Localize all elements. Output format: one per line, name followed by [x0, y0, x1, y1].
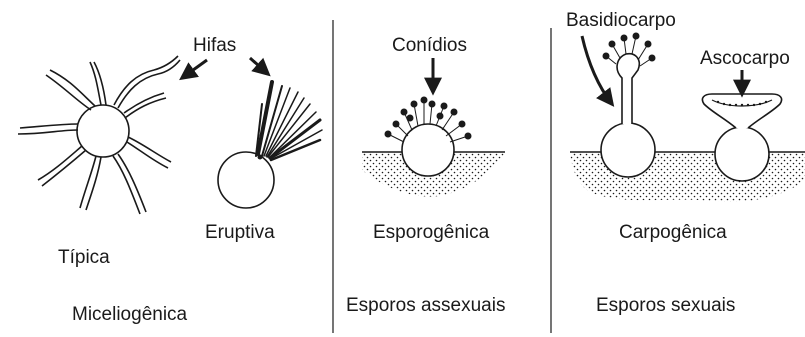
sexual-spores-label: Esporos sexuais — [596, 296, 735, 315]
conidia-label: Conídios — [392, 36, 467, 55]
sporogenic-label: Esporogênica — [373, 223, 489, 242]
eruptive-spore — [218, 82, 322, 208]
basidiocarp-label: Basidiocarpo — [566, 11, 676, 30]
ascocarp-label: Ascocarpo — [700, 49, 790, 68]
hyphae-arrow-1 — [182, 60, 207, 78]
hyphae-arrow-2 — [250, 58, 268, 74]
typical-label: Típica — [58, 248, 110, 267]
hyphae-label: Hifas — [193, 36, 236, 55]
basidiocarp — [601, 33, 656, 178]
typical-spore-with-hyphae — [18, 56, 180, 214]
basidiocarp-arrow — [582, 36, 612, 104]
mycelial-germination-label: Miceliogênica — [72, 305, 187, 324]
asexual-spores-label: Esporos assexuais — [346, 296, 505, 315]
eruptive-label: Eruptiva — [205, 223, 275, 242]
carpogenic-label: Carpogênica — [619, 223, 727, 242]
